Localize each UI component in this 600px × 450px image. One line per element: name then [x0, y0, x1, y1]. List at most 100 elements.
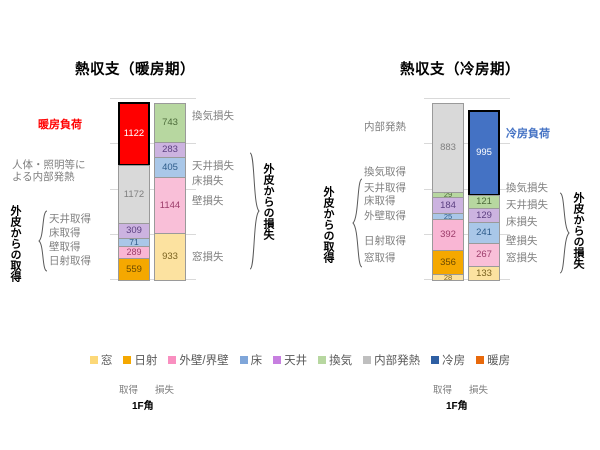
legend-label-internal-heat: 内部発熱 [374, 355, 421, 367]
heating-gain-wall-label: 壁取得 [49, 241, 81, 253]
legend-item-ventilation[interactable]: 換気 [318, 352, 352, 368]
legend-label-solar: 日射 [134, 355, 158, 367]
segment-gain-ceiling[interactable]: 184 [432, 197, 464, 214]
legend-swatch-internal-heat [363, 356, 372, 364]
gridline [110, 143, 196, 144]
segment-gain-solar[interactable]: 559 [118, 258, 150, 281]
legend-label-heating: 暖房 [487, 355, 511, 367]
segment-loss-ceiling[interactable]: 129 [468, 208, 500, 223]
legend-item-solar[interactable]: 日射 [123, 352, 157, 368]
cooling-loss-group-label: 外皮からの損失 [572, 192, 584, 269]
heating-gain-floor-label: 床取得 [49, 227, 81, 239]
legend-item-internal-heat[interactable]: 内部発熱 [363, 352, 420, 368]
segment-gain-solar[interactable]: 356 [432, 250, 464, 275]
category-label-gain: 取得 [119, 385, 139, 396]
legend-item-floor[interactable]: 床 [239, 352, 263, 368]
segment-loss-ceiling[interactable]: 283 [154, 142, 186, 158]
segment-gain-wall[interactable]: 392 [432, 219, 464, 251]
heating-loss-group-label: 外皮からの損失 [262, 163, 274, 240]
segment-gain-internal[interactable]: 883 [432, 103, 464, 193]
legend-item-ceiling[interactable]: 天井 [273, 352, 307, 368]
segment-gain-wall[interactable]: 289 [118, 246, 150, 259]
heating-loss-brace [249, 152, 260, 270]
cooling-loss-window-label: 窓損失 [506, 252, 538, 264]
gridline [110, 279, 196, 280]
legend-item-cooling[interactable]: 冷房 [431, 352, 465, 368]
legend-swatch-ceiling [273, 356, 282, 364]
cooling-gain-brace [352, 178, 363, 268]
cooling-plot-area: 883 29 184 25 392 356 28 995 121 129 241… [424, 98, 510, 412]
cooling-chart-panel: 熱収支（冷房期） 883 29 184 25 392 356 28 995 12… [310, 0, 600, 412]
legend-swatch-solar [123, 356, 132, 364]
segment-loss-wall[interactable]: 267 [468, 243, 500, 267]
segment-loss-floor[interactable]: 241 [468, 222, 500, 244]
legend-item-heating[interactable]: 暖房 [476, 352, 510, 368]
cooling-gain-floor-label: 床取得 [364, 195, 396, 207]
cooling-gain-group-label: 外皮からの取得 [322, 186, 334, 263]
heating-loss-bar[interactable]: 743 283 405 1144 933 [154, 103, 186, 281]
cooling-gain-vent-label: 換気取得 [364, 166, 406, 178]
segment-gain-internal[interactable]: 1172 [118, 165, 150, 224]
cooling-gain-solar-label: 日射取得 [364, 235, 406, 247]
legend-swatch-ventilation [318, 356, 327, 364]
cooling-internal-gain-label: 内部発熱 [364, 121, 406, 133]
cooling-loss-floor-label: 床損失 [506, 216, 538, 228]
legend-label-outerwall: 外壁/界壁 [179, 355, 229, 367]
heating-gain-solar-label: 日射取得 [49, 255, 91, 267]
gridline [424, 234, 510, 235]
legend-swatch-heating [476, 356, 485, 364]
heating-gain-ceiling-label: 天井取得 [49, 213, 91, 225]
heating-load-label: 暖房負荷 [38, 119, 82, 131]
gridline [110, 189, 196, 190]
cooling-gain-bar[interactable]: 883 29 184 25 392 356 28 [432, 103, 464, 281]
cooling-loss-wall-label: 壁損失 [506, 235, 538, 247]
cooling-loss-ceiling-label: 天井損失 [506, 199, 548, 211]
category-label-gain: 取得 [433, 385, 453, 396]
gridline [424, 279, 510, 280]
heating-chart-title: 熱収支（暖房期） [75, 62, 195, 78]
legend-swatch-outerwall [168, 356, 177, 364]
cooling-load-label: 冷房負荷 [506, 128, 550, 140]
segment-gain-window[interactable]: 28 [432, 274, 464, 281]
cooling-gain-outerwall-label: 外壁取得 [364, 210, 406, 222]
legend-label-cooling: 冷房 [442, 355, 466, 367]
legend-label-ceiling: 天井 [284, 355, 308, 367]
gridline [424, 143, 510, 144]
legend-swatch-floor [239, 356, 248, 364]
heating-internal-gain-label: 人体・照明等に よる内部発熱 [12, 159, 86, 184]
legend-swatch-window [89, 356, 98, 364]
heating-loss-window-label: 窓損失 [192, 251, 224, 263]
segment-cooling-load[interactable]: 995 [468, 110, 500, 196]
legend-label-ventilation: 換気 [329, 355, 353, 367]
cooling-loss-bar[interactable]: 995 121 129 241 267 133 [468, 110, 500, 281]
legend-item-window[interactable]: 窓 [89, 352, 113, 368]
cooling-loss-vent-label: 換気損失 [506, 182, 548, 194]
heating-gain-group-label: 外皮からの取得 [9, 205, 21, 282]
cooling-chart-title: 熱収支（冷房期） [400, 62, 520, 78]
legend-label-window: 窓 [100, 355, 113, 367]
segment-loss-floor[interactable]: 405 [154, 157, 186, 178]
heating-loss-ceiling-label: 天井損失 [192, 160, 234, 172]
segment-loss-window[interactable]: 133 [468, 266, 500, 281]
heating-plot-area: 1122 1172 309 71 289 559 743 283 405 114… [110, 98, 196, 412]
gridline [110, 234, 196, 235]
legend-item-outerwall[interactable]: 外壁/界壁 [168, 352, 229, 368]
cooling-loss-brace [559, 192, 570, 274]
heating-series-name: 1F角 [132, 401, 154, 412]
category-label-loss: 損失 [155, 385, 175, 396]
heating-loss-vent-label: 換気損失 [192, 110, 234, 122]
segment-loss-window[interactable]: 933 [154, 233, 186, 281]
heating-gain-brace [38, 210, 48, 272]
segment-gain-ceiling[interactable]: 309 [118, 223, 150, 239]
segment-loss-wall[interactable]: 1144 [154, 177, 186, 234]
segment-loss-vent[interactable]: 743 [154, 103, 186, 143]
heating-gain-bar[interactable]: 1122 1172 309 71 289 559 [118, 102, 150, 281]
heating-loss-wall-label: 壁損失 [192, 195, 224, 207]
segment-loss-vent[interactable]: 121 [468, 195, 500, 209]
segment-heating-load[interactable]: 1122 [118, 102, 150, 166]
legend-swatch-cooling [431, 356, 440, 364]
cooling-gain-ceiling-label: 天井取得 [364, 182, 406, 194]
legend-label-floor: 床 [250, 355, 263, 367]
heating-loss-floor-label: 床損失 [192, 175, 224, 187]
